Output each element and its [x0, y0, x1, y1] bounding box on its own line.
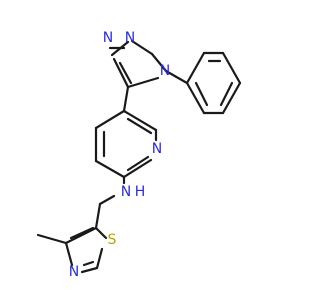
triazole-pyridine-bond — [122, 85, 130, 113]
thiazole-double-bond — [69, 226, 95, 240]
phenyl-bond — [221, 51, 242, 85]
phenyl-inner-bond — [194, 81, 209, 107]
thiazole-s-label: S — [108, 232, 117, 248]
triazole-bond — [126, 76, 160, 89]
thiazole-bond — [64, 226, 98, 245]
amine-h-label: H — [135, 184, 146, 200]
molecule-diagram: N N N N N H S N — [36, 30, 242, 280]
triazole-n1-label: N — [125, 30, 135, 46]
phenyl-inner-bond — [219, 81, 234, 107]
methylene-thiazole-bond — [94, 202, 102, 230]
bonds — [36, 39, 242, 274]
phenyl-bond — [185, 81, 206, 115]
pyridine-bond — [122, 158, 153, 179]
amine-methylene-bond — [98, 194, 116, 206]
phenyl-bond — [221, 81, 242, 115]
pyridine-n-label: N — [152, 141, 162, 157]
triazole-phenyl-bond — [164, 69, 189, 85]
pyridine-double-bond — [126, 155, 150, 172]
pyridine-bond — [94, 159, 126, 179]
triazole-bond — [150, 52, 168, 73]
pyridine-bond — [94, 109, 126, 130]
amine-n-label: N — [121, 184, 131, 200]
thiazole-bond — [95, 247, 104, 270]
triazole-double-bond — [118, 61, 133, 85]
phenyl-bond — [185, 51, 206, 85]
pyridine-double-bond — [126, 117, 153, 135]
triazole-n4-label: N — [160, 63, 170, 79]
pyridine-bond — [122, 109, 158, 132]
methyl-bond — [36, 233, 68, 245]
thiazole-n-label: N — [69, 264, 79, 280]
thiazole-bond — [94, 226, 108, 240]
thiazole-bond — [80, 266, 99, 274]
thiazole-bond — [64, 241, 74, 267]
triazole-bond — [112, 57, 130, 89]
triazole-bond — [130, 39, 154, 56]
thiazole-double-bond — [82, 260, 95, 267]
triazole-n2-label: N — [103, 30, 113, 46]
atom-labels: N N N N N H S N — [69, 30, 170, 280]
molecule-structure: N N N N N H S N — [36, 30, 242, 280]
